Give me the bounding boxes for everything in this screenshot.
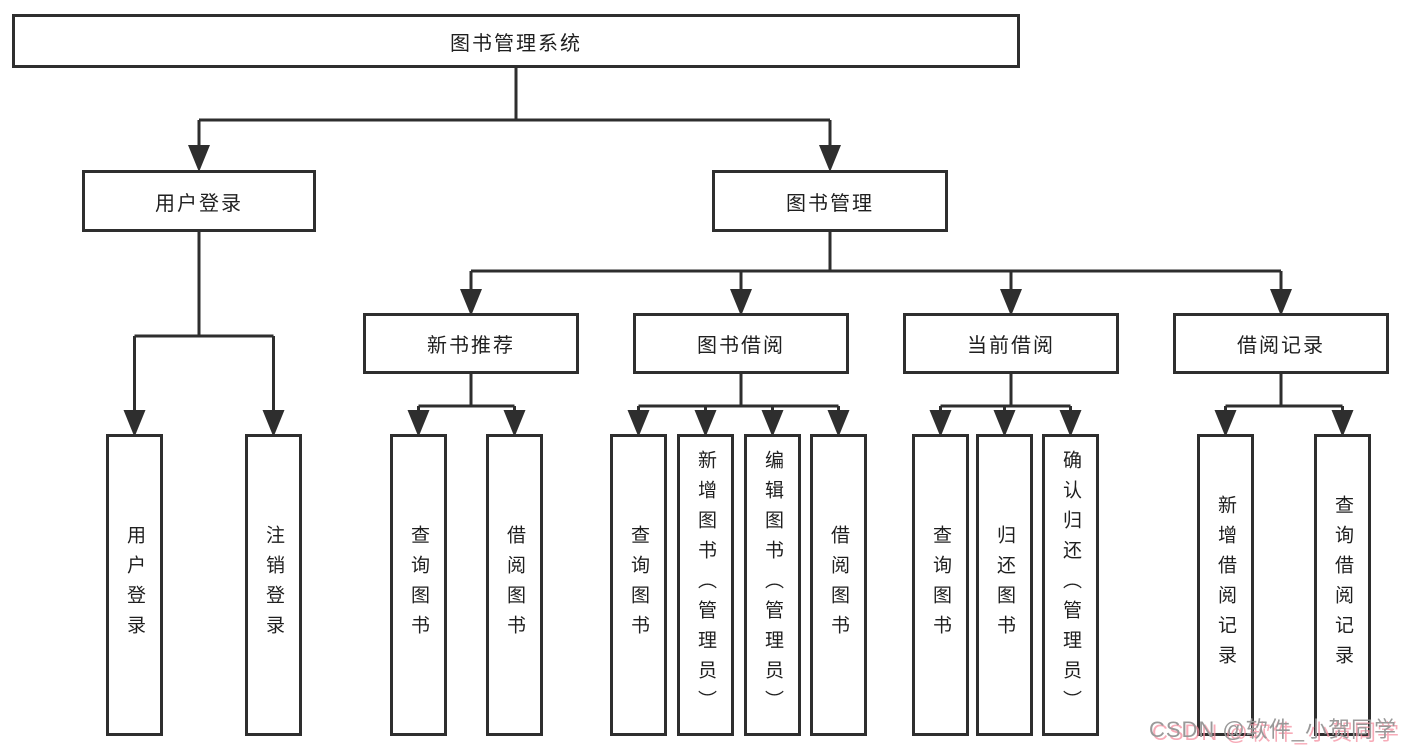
connector-line — [1224, 374, 1344, 412]
node-root-system: 图书管理系统 — [12, 14, 1020, 68]
arrowhead — [1000, 289, 1022, 316]
connector-book-borrow-to-leaves — [627, 374, 850, 437]
node-new-book-recommend: 新书推荐 — [363, 313, 579, 374]
node-borrow-records: 借阅记录 — [1173, 313, 1389, 374]
arrowhead — [1270, 289, 1292, 316]
connector-line — [197, 68, 832, 147]
arrowhead — [694, 410, 717, 437]
csdn-watermark: CSDN @软件_小贺同学 — [1148, 717, 1397, 742]
arrowhead — [730, 289, 752, 316]
connector-borrow-records-to-leaves — [1214, 374, 1354, 437]
leaf-label: 新增借阅记录 — [1215, 495, 1236, 675]
node-leaf-confirm-return-admin: 确认归还（管理员） — [1042, 434, 1099, 736]
connector-line — [469, 232, 1283, 291]
arrowhead — [761, 410, 784, 437]
leaf-label: 确认归还（管理员） — [1060, 450, 1081, 720]
arrowhead — [503, 410, 526, 437]
arrowhead — [188, 145, 210, 172]
arrowhead — [929, 410, 952, 437]
connector-line — [133, 232, 275, 412]
connector-new-book-rec-to-leaves — [407, 374, 526, 437]
connector-line — [939, 374, 1072, 412]
node-book-management: 图书管理 — [712, 170, 948, 232]
arrowhead — [407, 410, 430, 437]
node-book-borrowing: 图书借阅 — [633, 313, 849, 374]
connector-book-mgmt-to-level3 — [460, 232, 1292, 316]
node-leaf-borrow-query-book: 查询图书 — [610, 434, 667, 736]
node-leaf-borrow-book: 借阅图书 — [810, 434, 867, 736]
connector-line — [417, 374, 516, 412]
node-user-login-branch: 用户登录 — [82, 170, 316, 232]
leaf-label: 查询图书 — [628, 525, 649, 645]
leaf-label: 查询图书 — [930, 525, 951, 645]
connector-line — [637, 374, 840, 412]
leaf-label: 归还图书 — [994, 525, 1015, 645]
arrowhead — [123, 410, 146, 437]
arrowhead — [1059, 410, 1082, 437]
connector-current-borrow-to-leaves — [929, 374, 1082, 437]
leaf-label: 借阅图书 — [504, 525, 525, 645]
arrowhead — [460, 289, 482, 316]
node-leaf-rec-borrow-book: 借阅图书 — [486, 434, 543, 736]
connector-user-login-to-leaves — [123, 232, 285, 437]
leaf-label: 查询图书 — [408, 525, 429, 645]
node-leaf-return-book: 归还图书 — [976, 434, 1033, 736]
leaf-label: 用户登录 — [124, 525, 145, 645]
node-leaf-user-login: 用户登录 — [106, 434, 163, 736]
arrowhead — [819, 145, 841, 172]
arrowhead — [1214, 410, 1237, 437]
node-leaf-current-query-book: 查询图书 — [912, 434, 969, 736]
node-leaf-add-borrow-record: 新增借阅记录 — [1197, 434, 1254, 736]
leaf-label: 编辑图书（管理员） — [762, 450, 783, 720]
arrowhead — [262, 410, 285, 437]
node-leaf-query-borrow-record: 查询借阅记录 — [1314, 434, 1371, 736]
arrowhead — [627, 410, 650, 437]
connector-root-to-level2 — [188, 68, 841, 172]
leaf-label: 借阅图书 — [828, 525, 849, 645]
leaf-label: 注销登录 — [263, 525, 284, 645]
node-leaf-add-book-admin: 新增图书（管理员） — [677, 434, 734, 736]
node-leaf-rec-query-book: 查询图书 — [390, 434, 447, 736]
node-current-borrowing: 当前借阅 — [903, 313, 1119, 374]
node-leaf-edit-book-admin: 编辑图书（管理员） — [744, 434, 801, 736]
arrowhead — [827, 410, 850, 437]
leaf-label: 查询借阅记录 — [1332, 495, 1353, 675]
leaf-label: 新增图书（管理员） — [695, 450, 716, 720]
arrowhead — [993, 410, 1016, 437]
arrowhead — [1331, 410, 1354, 437]
node-leaf-logout: 注销登录 — [245, 434, 302, 736]
